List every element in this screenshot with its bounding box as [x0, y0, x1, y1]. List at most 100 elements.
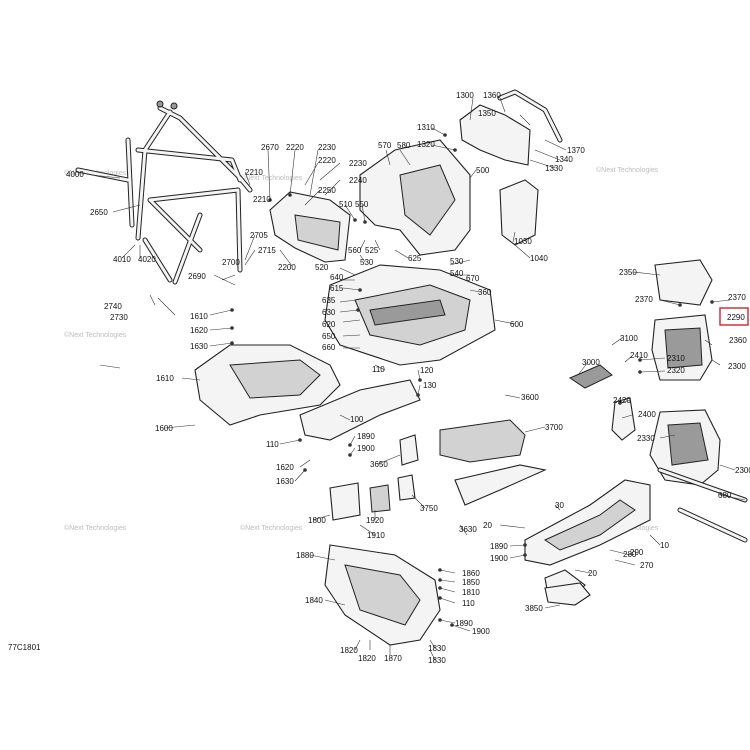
callout-1830a: 1830: [428, 644, 446, 653]
callout-1600: 1600: [155, 424, 173, 433]
callout-labels: 1300 1360 1310 1350 1320 1370 1340 1330 …: [66, 91, 750, 665]
callout-620: 620: [322, 320, 336, 329]
callout-1370: 1370: [567, 146, 585, 155]
front-bumper-panel-part: [324, 544, 441, 646]
floor-pan-part: [324, 264, 496, 366]
steering-bracket-part: [459, 89, 563, 166]
callout-1610a: 1610: [190, 312, 208, 321]
callout-1350: 1350: [478, 109, 496, 118]
callout-630: 630: [322, 308, 336, 317]
callout-650: 650: [322, 332, 336, 341]
callout-2230b: 2230: [349, 159, 367, 168]
callout-270: 270: [640, 561, 654, 570]
center-tunnel-part: [524, 479, 651, 601]
callout-510: 510: [339, 200, 353, 209]
callout-1310: 1310: [417, 123, 435, 132]
callout-20a: 20: [483, 521, 492, 530]
fastener-dots: [230, 133, 714, 627]
callout-130: 130: [423, 381, 437, 390]
callout-615: 615: [330, 284, 344, 293]
callout-2350: 2350: [619, 268, 637, 277]
callout-3600: 3600: [521, 393, 539, 402]
rear-storage-tray-part: [269, 191, 351, 263]
callout-2410: 2410: [630, 351, 648, 360]
callout-3850: 3850: [525, 604, 543, 613]
callout-1810: 1810: [462, 588, 480, 597]
callout-2360: 2360: [729, 336, 747, 345]
callout-30: 30: [555, 501, 564, 510]
callout-2400: 2400: [638, 410, 656, 419]
callout-2300b: 2300: [735, 466, 750, 475]
callout-680: 680: [718, 491, 732, 500]
watermark: ©Next Technologies: [240, 524, 303, 532]
callout-600: 600: [510, 320, 524, 329]
callout-2330: 2330: [637, 434, 655, 443]
callout-2200: 2200: [278, 263, 296, 272]
callout-1800: 1800: [308, 516, 326, 525]
callout-1920: 1920: [366, 516, 384, 525]
callout-580: 580: [397, 141, 411, 150]
callout-2690: 2690: [188, 272, 206, 281]
callout-2420: 2420: [613, 396, 631, 405]
callout-660: 660: [322, 343, 336, 352]
callout-1340: 1340: [555, 155, 573, 164]
callout-625: 625: [408, 254, 422, 263]
callout-3100: 3100: [620, 334, 638, 343]
callout-2715: 2715: [258, 246, 276, 255]
callout-2310: 2310: [667, 354, 685, 363]
highlight-box-2290: [719, 307, 749, 326]
callout-570: 570: [378, 141, 392, 150]
callout-3750: 3750: [420, 504, 438, 513]
callout-2705: 2705: [250, 231, 268, 240]
callout-540: 540: [450, 269, 464, 278]
callout-2370b: 2370: [728, 293, 746, 302]
callout-1870: 1870: [384, 654, 402, 663]
callout-1320: 1320: [417, 140, 435, 149]
callout-1610b: 1610: [156, 374, 174, 383]
callout-500: 500: [476, 166, 490, 175]
watermark: ©Next Technologies: [64, 524, 127, 532]
callout-1620b: 1620: [276, 463, 294, 472]
callout-290: 290: [630, 548, 644, 557]
callout-1880: 1880: [296, 551, 314, 560]
callout-1830b: 1830: [428, 656, 446, 665]
roll-cage-part: [75, 100, 253, 285]
callout-1330: 1330: [545, 164, 563, 173]
diagram-code: 77C1801: [8, 643, 41, 652]
watermark: ©Next Technologies: [596, 166, 659, 174]
callout-1850: 1850: [462, 578, 480, 587]
leader-lines: [91, 97, 746, 661]
callout-1900a: 1900: [357, 444, 375, 453]
callout-2370a: 2370: [635, 295, 653, 304]
callout-2670: 2670: [261, 143, 279, 152]
shifter-part: [568, 364, 636, 441]
callout-1630a: 1630: [190, 342, 208, 351]
callout-520: 520: [315, 263, 329, 272]
callout-1300: 1300: [456, 91, 474, 100]
console-assembly-part: [649, 259, 721, 486]
callout-550: 550: [355, 200, 369, 209]
callout-2210a: 2210: [245, 168, 263, 177]
watermark: ©Next Technologies: [64, 331, 127, 339]
callout-1890a: 1890: [357, 432, 375, 441]
callout-560: 560: [348, 246, 362, 255]
tube-680-part: [657, 467, 748, 543]
callout-3000: 3000: [582, 358, 600, 367]
callout-1900b: 1900: [490, 554, 508, 563]
callout-530b: 530: [360, 258, 374, 267]
callout-1890c: 1890: [455, 619, 473, 628]
callout-100: 100: [350, 415, 364, 424]
callout-2210b: 2210: [253, 195, 271, 204]
callout-1900c: 1900: [472, 627, 490, 636]
callout-110c: 110: [462, 599, 475, 608]
callout-635: 635: [322, 296, 336, 305]
callout-2740: 2740: [104, 302, 122, 311]
callout-1040: 1040: [530, 254, 548, 263]
callout-2220b: 2220: [318, 156, 336, 165]
callout-1910: 1910: [367, 531, 385, 540]
callout-2730: 2730: [110, 313, 128, 322]
callout-4000: 4000: [66, 170, 84, 179]
callout-2250: 2250: [318, 186, 336, 195]
callout-1030: 1030: [514, 237, 532, 246]
